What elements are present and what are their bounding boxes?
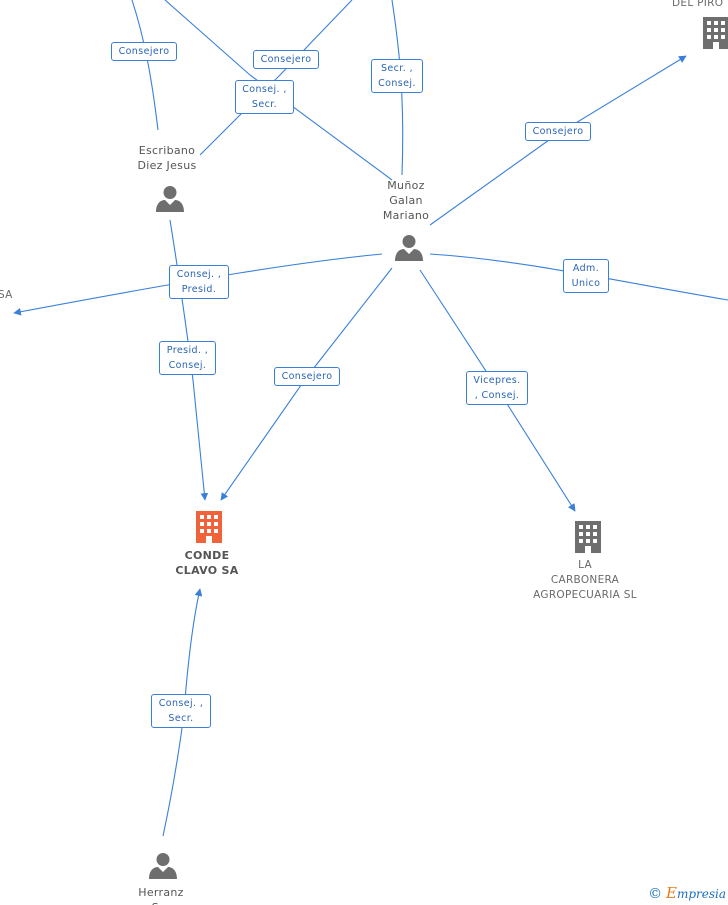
company-label-sa-left[interactable]: SA <box>0 289 13 301</box>
edge-label-consejero-2: Consejero <box>253 50 319 69</box>
person-label-escribano[interactable]: Escribano Diez Jesus <box>137 144 197 172</box>
edge-consejero-top-left <box>164 0 393 181</box>
empresia-watermark: © Empresia <box>648 884 726 902</box>
person-label-herranz[interactable]: Herranz S... <box>138 886 184 905</box>
edge-escribano-up <box>131 0 159 131</box>
building-icon[interactable] <box>194 510 224 544</box>
edge-label-adm-unico: Adm. Unico <box>563 259 609 293</box>
edge-label-presid-consej: Presid. , Consej. <box>159 341 216 375</box>
company-label-la-carbonera[interactable]: LA CARBONERA AGROPECUARIA SL <box>533 559 637 601</box>
company-label-conde-clavo[interactable]: CONDE CLAVO SA <box>175 549 239 577</box>
person-icon[interactable] <box>394 233 424 263</box>
edge-label-consejero-conde: Consejero <box>274 367 340 386</box>
building-icon[interactable] <box>701 16 728 50</box>
edge-escribano-consej-secr <box>199 0 353 156</box>
brand-logo-e: E <box>665 884 677 902</box>
edge-label-consejero-1: Consejero <box>111 42 177 61</box>
building-icon[interactable] <box>573 520 603 554</box>
person-icon[interactable] <box>148 851 178 881</box>
edge-label-consej-secr-top: Consej. , Secr. <box>235 80 294 114</box>
edge-label-consej-presid: Consej. , Presid. <box>169 265 229 299</box>
brand-logo-text: mpresia <box>676 887 726 901</box>
edge-munoz-sa-left <box>13 253 383 316</box>
edge-label-secr-consej: Secr. , Consej. <box>371 59 423 93</box>
copyright-icon: © <box>648 886 663 902</box>
edge-label-consej-secr-herranz: Consej. , Secr. <box>151 694 211 728</box>
company-label-del-piro[interactable]: DEL PIRO <box>672 0 724 9</box>
edge-label-vicepres-consej: Vicepres. , Consej. <box>466 371 528 405</box>
edge-label-consejero-del-piro: Consejero <box>525 122 591 141</box>
person-icon[interactable] <box>155 184 185 214</box>
person-label-munoz[interactable]: Muñoz Galan Mariano <box>382 179 430 222</box>
